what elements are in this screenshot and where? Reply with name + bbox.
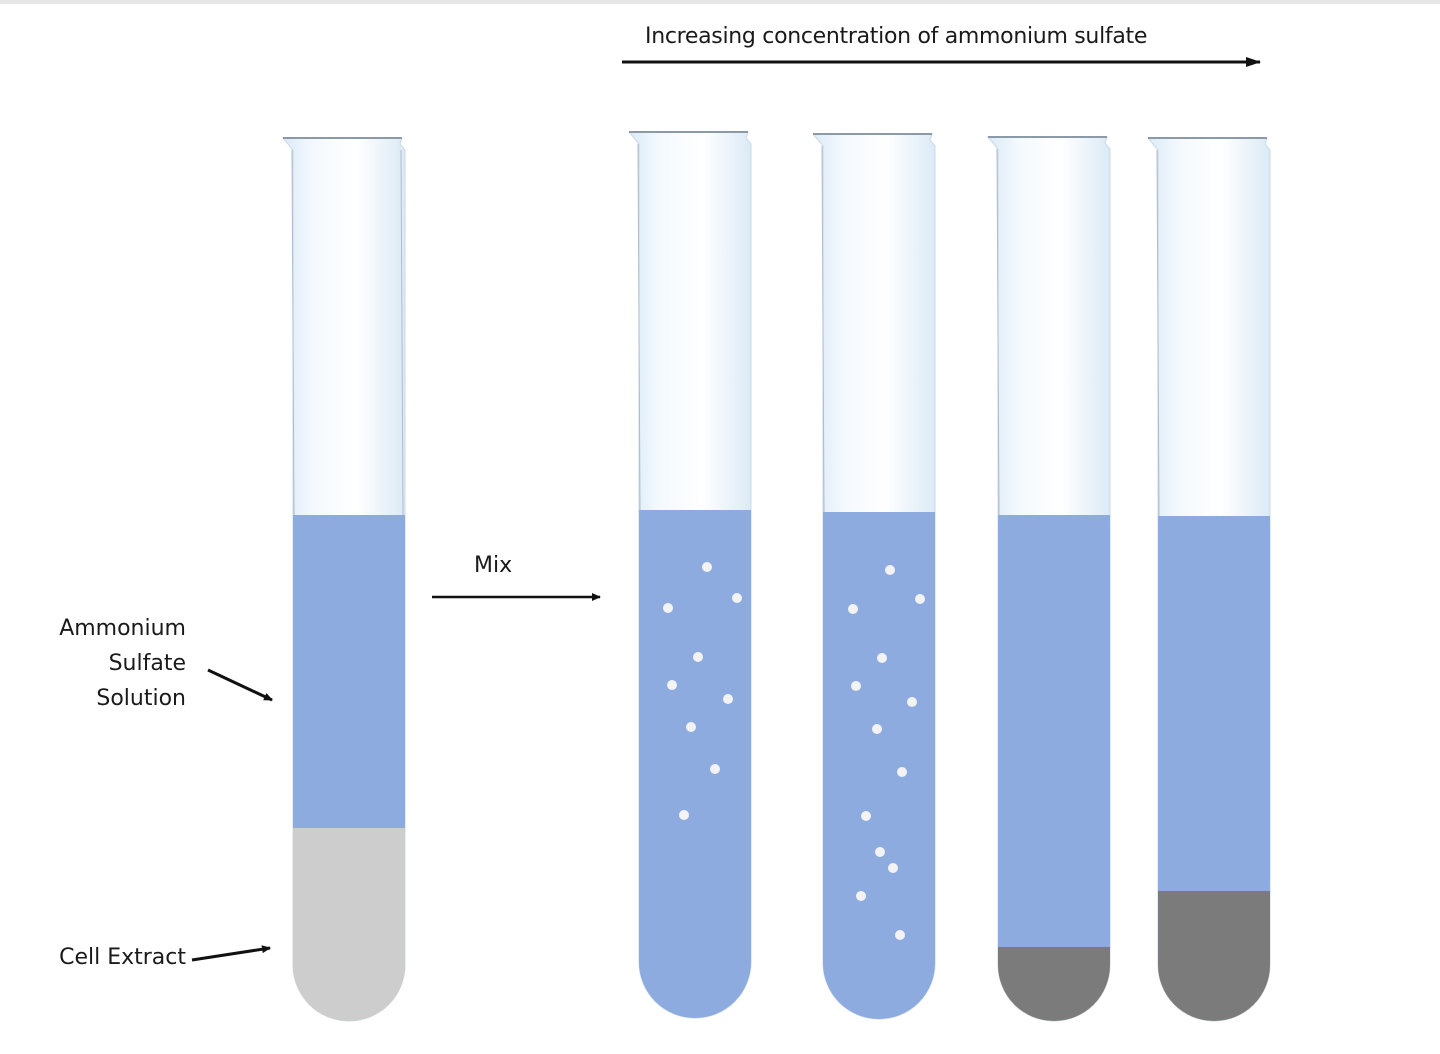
diagram-title: Increasing concentration of ammonium sul… <box>645 24 1148 49</box>
tube-3-precipitate <box>998 947 1110 1021</box>
tube-2 <box>811 133 936 1020</box>
source-tube <box>281 137 406 1022</box>
tube-1-solution <box>639 510 751 1018</box>
ammonium-label-line-2: Sulfate <box>108 651 186 676</box>
ammonium-pointer-arrow <box>207 668 273 702</box>
cell-extract-layer <box>293 828 405 1021</box>
tube-3 <box>986 136 1111 1022</box>
mix-label: Mix <box>474 553 513 578</box>
tube-4-solution <box>1158 516 1270 891</box>
ammonium-sulfate-label: Ammonium Sulfate Solution <box>20 611 186 716</box>
tube-2-solution <box>823 512 935 1019</box>
cell-extract-label: Cell Extract <box>59 945 186 970</box>
tube-2-particles <box>848 565 925 940</box>
cell-extract-pointer-arrow <box>191 945 271 962</box>
tube-1 <box>627 131 752 1019</box>
top-border <box>0 0 1440 4</box>
tube-3-solution <box>998 515 1110 947</box>
tube-4 <box>1146 137 1271 1022</box>
tube-1-particles <box>663 562 742 820</box>
ammonium-sulfate-layer <box>293 515 405 828</box>
tube-4-precipitate <box>1158 891 1270 1021</box>
ammonium-label-line-3: Solution <box>96 686 186 711</box>
ammonium-label-line-1: Ammonium <box>59 616 186 641</box>
